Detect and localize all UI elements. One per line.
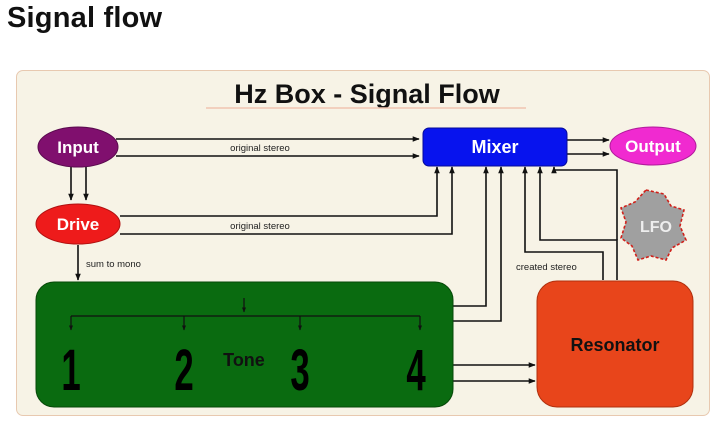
edge-tone-mixer-2	[453, 166, 504, 322]
edge-lfo-mixer	[551, 166, 618, 240]
label-drive-tone: sum to mono	[86, 259, 141, 270]
node-mixer-label: Mixer	[471, 137, 518, 157]
connectors	[68, 136, 618, 384]
tone-band-1: 1	[61, 339, 80, 403]
page-heading: Signal flow	[7, 2, 163, 34]
tone-band-3: 3	[290, 339, 309, 403]
node-mixer: Mixer	[422, 127, 568, 167]
edge-drive-mixer-1	[120, 166, 440, 217]
node-drive-label: Drive	[57, 215, 100, 234]
node-output: Output	[609, 126, 697, 166]
node-resonator-label: Resonator	[570, 335, 659, 355]
tone-band-4: 4	[406, 339, 426, 403]
node-tone: 1 2 Tone 3 4	[35, 281, 454, 408]
edge-drive-mixer-2	[120, 166, 455, 235]
node-input: Input	[37, 126, 119, 168]
tone-band-2: 2	[174, 339, 193, 403]
diagram-title: Hz Box - Signal Flow	[234, 79, 501, 109]
lfo-gear-icon	[619, 189, 688, 261]
edge-resonator-mixer-1	[522, 166, 604, 280]
signal-flow-diagram: Hz Box - Signal Flow original stereo ori…	[35, 79, 697, 408]
label-resonator-mixer: created stereo	[516, 262, 577, 273]
label-drive-mixer: original stereo	[230, 221, 290, 232]
node-lfo-label: LFO	[640, 219, 672, 236]
edge-resonator-mixer-2	[537, 166, 618, 280]
node-input-label: Input	[57, 138, 99, 157]
node-drive: Drive	[35, 203, 121, 245]
node-resonator: Resonator	[536, 280, 694, 408]
node-lfo: LFO	[619, 189, 688, 261]
edge-tone-mixer-1	[453, 166, 489, 307]
node-tone-label: Tone	[223, 350, 265, 370]
node-output-label: Output	[625, 137, 681, 156]
label-input-mixer: original stereo	[230, 143, 290, 154]
